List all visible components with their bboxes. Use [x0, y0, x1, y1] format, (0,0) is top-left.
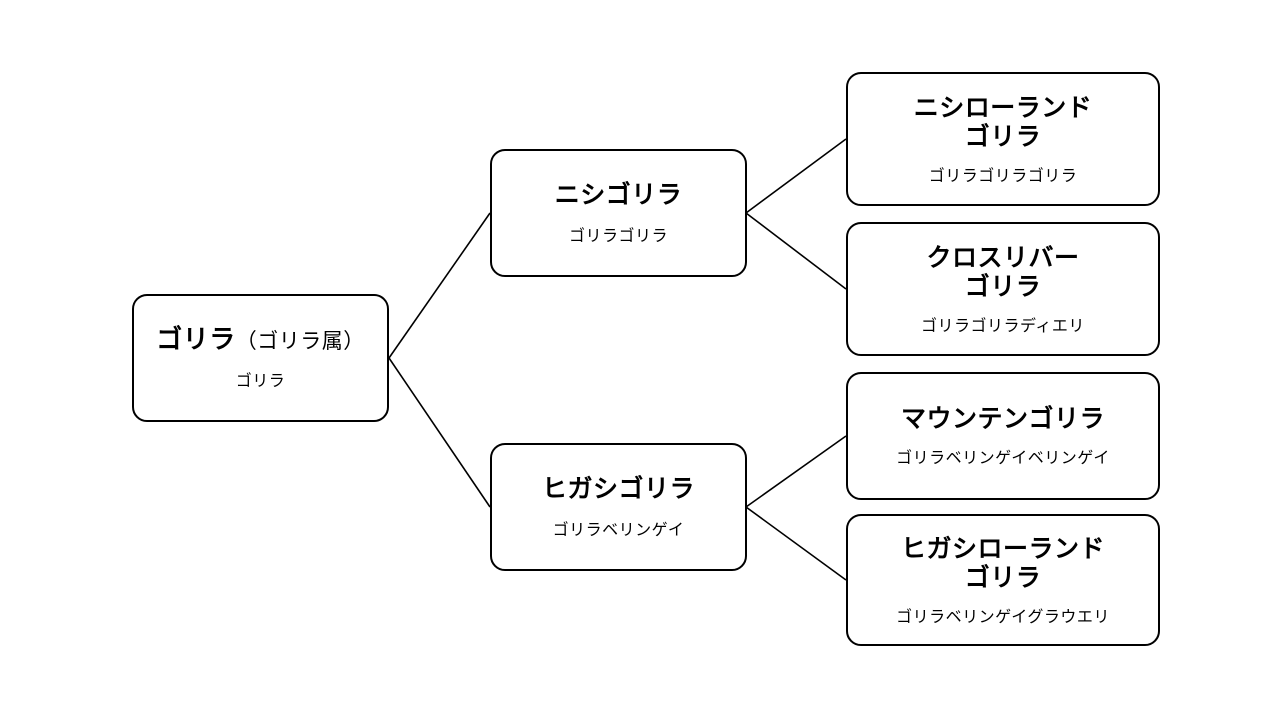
node-west-gorilla[interactable]: ニシゴリラ ゴリラゴリラ: [490, 149, 747, 277]
node-gorilla-genus-name: ゴリラ: [156, 325, 236, 356]
edge-root-to-east: [388, 357, 491, 508]
node-east-gorilla[interactable]: ヒガシゴリラ ゴリラベリンゲイ: [490, 443, 747, 571]
node-gorilla-genus[interactable]: ゴリラ（ゴリラ属） ゴリラ: [132, 294, 389, 422]
edge-east-to-mountain: [745, 435, 847, 508]
edge-west-to-west-lowland: [745, 138, 847, 214]
edge-east-to-east-lowland: [745, 506, 847, 581]
node-western-lowland-gorilla-name-line1: ニシローランド: [913, 92, 1093, 122]
edge-root-to-west: [388, 212, 491, 359]
node-eastern-lowland-gorilla-name-line2: ゴリラ: [964, 563, 1042, 592]
node-cross-river-gorilla-scientific: ゴリラゴリラディエリ: [921, 315, 1085, 335]
node-west-gorilla-name: ニシゴリラ: [554, 179, 683, 209]
node-cross-river-gorilla[interactable]: クロスリバー ゴリラ ゴリラゴリラディエリ: [846, 222, 1160, 356]
node-mountain-gorilla-scientific: ゴリラベリンゲイベリンゲイ: [896, 447, 1110, 467]
node-mountain-gorilla[interactable]: マウンテンゴリラ ゴリラベリンゲイベリンゲイ: [846, 372, 1160, 500]
edge-west-to-cross-river: [745, 212, 847, 290]
node-western-lowland-gorilla-name-line2: ゴリラ: [964, 122, 1042, 151]
node-cross-river-gorilla-name-line2: ゴリラ: [964, 272, 1042, 301]
node-eastern-lowland-gorilla-name-line1: ヒガシローランド: [900, 533, 1105, 563]
node-east-gorilla-name: ヒガシゴリラ: [541, 473, 695, 503]
node-mountain-gorilla-name-line1: マウンテンゴリラ: [900, 404, 1105, 434]
node-west-gorilla-scientific: ゴリラゴリラ: [568, 226, 668, 246]
node-cross-river-gorilla-name-line1: クロスリバー: [926, 242, 1080, 272]
node-western-lowland-gorilla[interactable]: ニシローランド ゴリラ ゴリラゴリラゴリラ: [846, 72, 1160, 206]
node-eastern-lowland-gorilla[interactable]: ヒガシローランド ゴリラ ゴリラベリンゲイグラウエリ: [846, 514, 1160, 646]
node-western-lowland-gorilla-scientific: ゴリラゴリラゴリラ: [928, 165, 1078, 185]
node-gorilla-genus-scientific: ゴリラ: [235, 370, 286, 390]
node-eastern-lowland-gorilla-scientific: ゴリラベリンゲイグラウエリ: [896, 606, 1110, 626]
node-gorilla-genus-title: ゴリラ（ゴリラ属）: [156, 325, 365, 356]
node-east-gorilla-scientific: ゴリラベリンゲイ: [552, 520, 685, 540]
node-gorilla-genus-qualifier: （ゴリラ属）: [235, 329, 365, 354]
